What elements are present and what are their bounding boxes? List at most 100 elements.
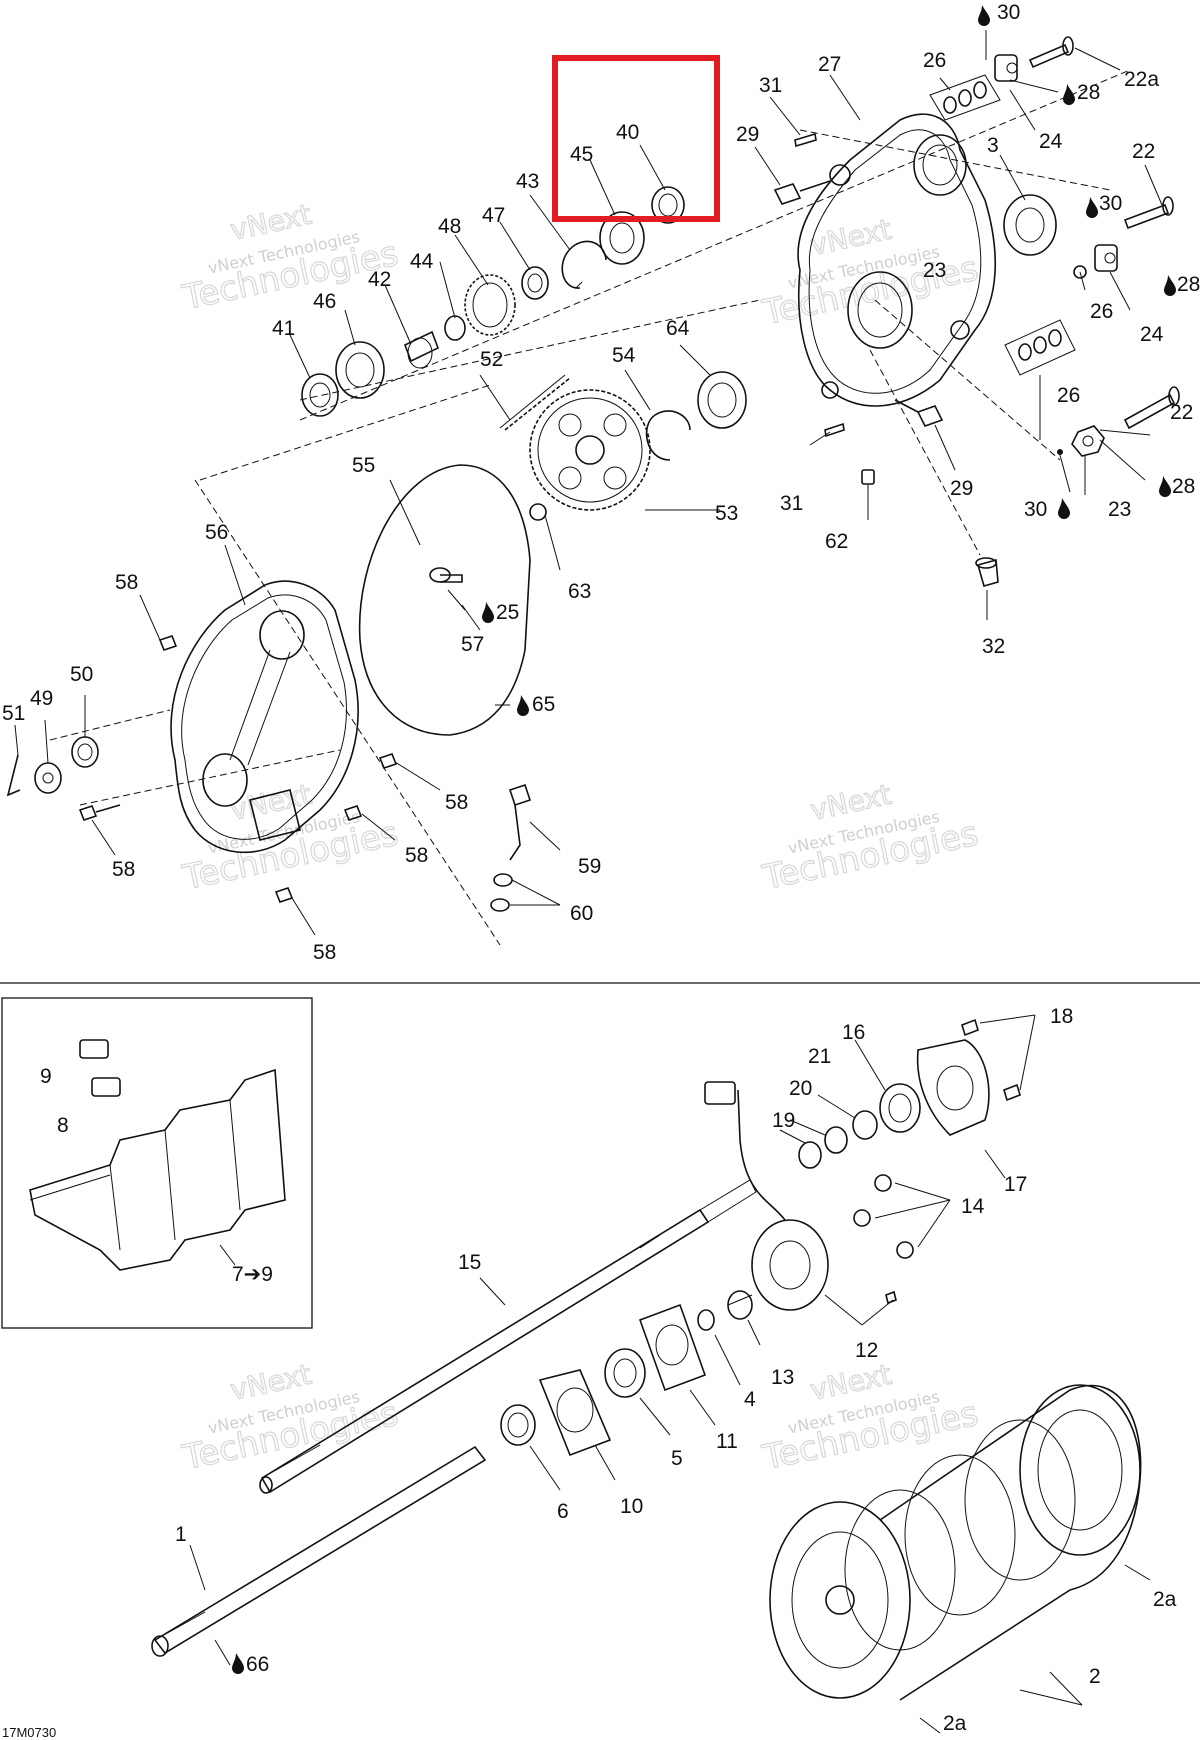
nut-49 — [34, 762, 62, 794]
label-29: 29 — [736, 123, 759, 146]
label-23: 23 — [1108, 498, 1131, 521]
label-11: 11 — [716, 1430, 738, 1453]
bearing-3 — [1003, 194, 1057, 256]
axis-line — [874, 299, 1061, 461]
washers-26a — [929, 74, 1001, 121]
screw-29b — [894, 399, 944, 427]
track-inset-box — [1, 997, 313, 1329]
watermark: vNext vNext Technologies Technologies — [178, 1357, 402, 1479]
label-56: 56 — [205, 521, 228, 544]
axis-line — [299, 69, 1131, 421]
needle-bearing-42 — [403, 330, 440, 369]
cotter-pin-51 — [6, 754, 21, 797]
flange-10 — [538, 1369, 612, 1457]
circlip-43 — [561, 240, 607, 289]
chaincase-section — [6, 36, 1180, 946]
label-15: 15 — [458, 1251, 481, 1274]
ring-20 — [824, 1126, 848, 1154]
bolt-18a — [961, 1018, 979, 1037]
label-22: 22 — [1132, 140, 1155, 163]
clip-9 — [79, 1039, 109, 1059]
figure-code: 17M0730 — [2, 1725, 56, 1740]
label-31: 31 — [780, 492, 803, 515]
label-60: 60 — [570, 902, 593, 925]
pin-31b — [824, 422, 845, 438]
label-2a: 2a — [943, 1712, 967, 1735]
label-10: 10 — [620, 1495, 643, 1518]
nut-14b — [853, 1209, 871, 1227]
bolt-22a — [1028, 36, 1074, 69]
label-58: 58 — [445, 791, 468, 814]
label-18: 18 — [1050, 1005, 1073, 1028]
circlip-54 — [645, 410, 691, 461]
label-19: 19 — [772, 1109, 795, 1132]
label-48: 48 — [438, 215, 461, 238]
spacer-47 — [521, 266, 549, 300]
label-58: 58 — [405, 844, 428, 867]
label-53: 53 — [715, 502, 738, 525]
bolt-57 — [429, 567, 463, 583]
seal-6 — [500, 1404, 536, 1446]
dowel-62 — [861, 469, 875, 485]
label-49: 49 — [30, 687, 53, 710]
drop-icon — [1058, 498, 1070, 519]
label-23: 23 — [923, 259, 946, 282]
label-59: 59 — [578, 855, 601, 878]
screw-58e — [274, 887, 294, 903]
label-8: 8 — [57, 1114, 69, 1137]
bearing-5 — [604, 1348, 646, 1398]
screw-29a — [773, 180, 831, 205]
label-32: 32 — [982, 635, 1005, 658]
screw-58b — [378, 753, 398, 769]
sprocket-48 — [464, 274, 516, 336]
washer-30c — [1057, 449, 1063, 455]
label-62: 62 — [825, 530, 848, 553]
axis-line — [199, 384, 491, 481]
label-26: 26 — [1090, 300, 1113, 323]
label-58: 58 — [112, 858, 135, 881]
label-28: 28 — [1077, 81, 1100, 104]
label-5: 5 — [671, 1447, 683, 1470]
label-42: 42 — [368, 268, 391, 291]
pin-31a — [794, 132, 817, 148]
sensor-wheel-13 — [727, 1290, 753, 1320]
label-65: 65 — [532, 693, 555, 716]
highlight-box — [552, 55, 720, 222]
axis-line — [79, 749, 341, 806]
bolt-18b — [1003, 1083, 1021, 1102]
seal-50 — [71, 736, 99, 768]
watermark: vNext vNext Technologies Technologies — [758, 1357, 982, 1479]
watermark: vNext vNext Technologies Technologies — [758, 212, 982, 334]
label-9: 9 — [40, 1065, 52, 1088]
label-58: 58 — [115, 571, 138, 594]
label-1: 1 — [175, 1523, 187, 1546]
label-54: 54 — [612, 344, 636, 367]
label-6: 6 — [557, 1500, 569, 1523]
watermark-group: vNext vNext Technologies Technologies vN… — [178, 197, 982, 1479]
drop-icon — [1164, 275, 1176, 296]
flange-11 — [638, 1303, 707, 1392]
label-52: 52 — [480, 348, 503, 371]
axis-line — [299, 299, 761, 401]
flange-17 — [916, 1039, 990, 1136]
bolt-32 — [975, 557, 999, 587]
bearing-64 — [697, 371, 747, 429]
label-40: 40 — [616, 121, 639, 144]
label-2: 2 — [1089, 1665, 1101, 1688]
seal-41 — [301, 373, 339, 417]
chaincase-housing — [797, 113, 997, 407]
drop-icon — [482, 602, 494, 623]
axis-line — [799, 129, 1111, 191]
drop-icon — [232, 1653, 244, 1674]
oil-drop-icons — [232, 5, 1176, 1674]
label-13: 13 — [771, 1366, 794, 1389]
screw-58a — [158, 635, 178, 651]
screw-12 — [885, 1290, 897, 1305]
drive-sprockets-2 — [769, 1384, 1142, 1701]
label-47: 47 — [482, 204, 505, 227]
dipstick-59 — [508, 783, 532, 861]
axis-line — [869, 349, 981, 556]
label-51: 51 — [2, 702, 25, 725]
label-41: 41 — [272, 317, 295, 340]
nut-24a — [994, 54, 1018, 82]
